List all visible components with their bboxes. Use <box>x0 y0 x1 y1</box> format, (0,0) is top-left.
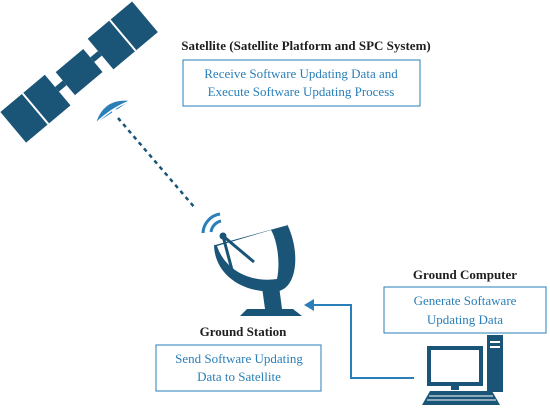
satellite-box-line1: Receive Software Updating Data and <box>204 66 398 81</box>
uplink-dashed-line <box>117 117 196 209</box>
satellite-box-line2: Execute Software Updating Process <box>208 84 395 99</box>
ground-computer-box-line2: Updating Data <box>427 312 503 327</box>
ground-station-icon <box>201 212 302 316</box>
satellite-process-box <box>182 59 421 107</box>
data-flow-arrow <box>304 299 414 379</box>
ground-station-box-line2: Data to Satellite <box>197 369 281 384</box>
ground-computer-box-line1: Generate Softaware <box>414 293 517 308</box>
ground-station-box-line1: Send Software Updating <box>175 351 303 366</box>
ground-computer-generate-box <box>383 286 547 334</box>
ground-computer-title: Ground Computer <box>413 267 517 282</box>
satellite-title: Satellite (Satellite Platform and SPC Sy… <box>181 38 430 53</box>
desktop-computer-icon <box>422 335 503 405</box>
ground-station-send-box <box>155 344 322 392</box>
ground-station-title: Ground Station <box>200 324 288 339</box>
satellite-icon <box>0 1 158 143</box>
